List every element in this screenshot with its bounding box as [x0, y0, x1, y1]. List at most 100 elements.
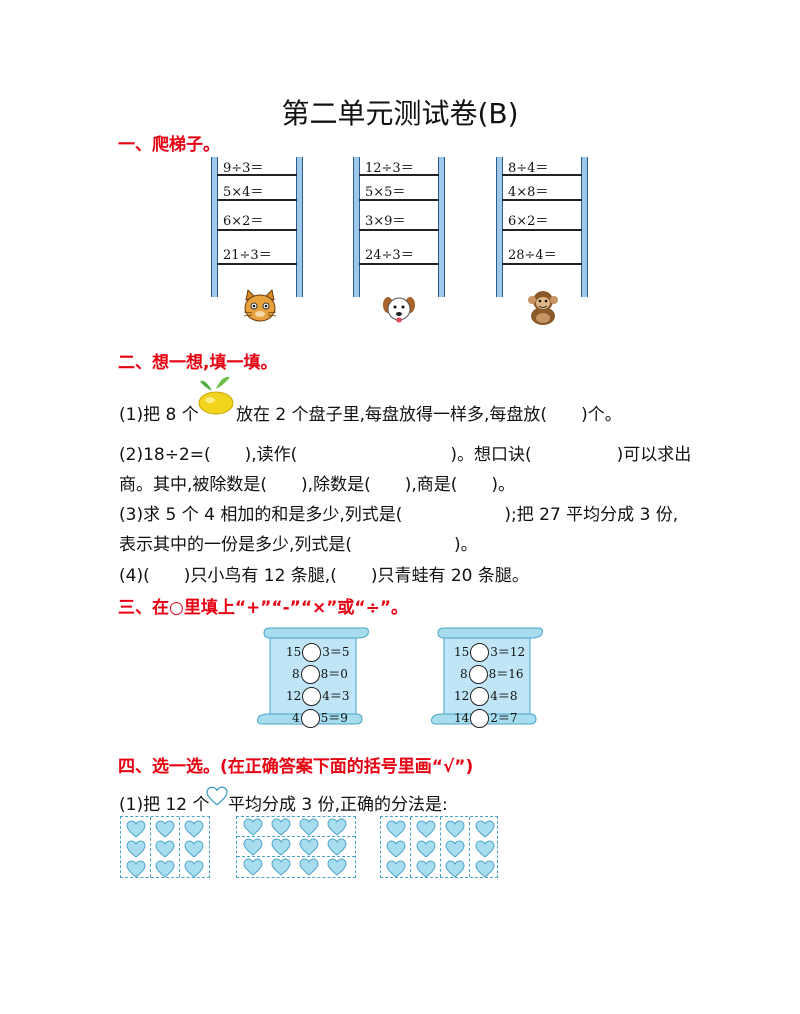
operator-circle[interactable]	[470, 643, 490, 662]
ladder-equation: 21÷3＝	[223, 248, 272, 263]
heart-icon	[327, 818, 347, 836]
dog-icon	[383, 297, 415, 323]
operand: 2＝7	[490, 711, 518, 725]
ladder-rail	[353, 157, 360, 297]
q4-line-1b: 平均分成 3 份,正确的分法是:	[228, 795, 448, 815]
ladder-rung	[217, 229, 297, 231]
divider-line	[179, 817, 180, 877]
operand: 15	[454, 645, 470, 659]
heart-icon	[327, 858, 347, 876]
ladder-rail	[211, 157, 218, 297]
ladder-equation: 6×2＝	[223, 214, 264, 229]
heart-icon	[299, 818, 319, 836]
option-a-box[interactable]	[120, 816, 210, 878]
ladder-equation: 6×2＝	[508, 214, 549, 229]
ladder-equation: 3×9＝	[365, 214, 406, 229]
operator-circle[interactable]	[468, 665, 488, 684]
section-2-heading: 二、想一想,填一填。	[118, 353, 278, 373]
scroll-equation: 15 3＝12	[454, 642, 525, 662]
ladder-rail	[438, 157, 445, 297]
ladder-rung	[502, 229, 582, 231]
operand: 4＝8	[490, 689, 518, 703]
section-3-heading: 三、在○里填上“+”“-”“×”或“÷”。	[118, 598, 409, 618]
heart-icon	[126, 860, 146, 878]
heart-icon	[243, 858, 263, 876]
cat-icon	[243, 288, 277, 322]
ladder-rung	[217, 174, 297, 176]
operator-circle[interactable]	[302, 687, 322, 706]
ladder-equation: 28÷4＝	[508, 248, 557, 263]
heart-icon	[243, 838, 263, 856]
heart-icon	[126, 840, 146, 858]
monkey-icon	[528, 291, 558, 325]
operand: 12	[454, 689, 470, 703]
scroll-equation: 8 8＝16	[460, 664, 524, 684]
q2-line-1a: (1)把 8 个	[119, 405, 199, 425]
divider-line	[237, 856, 355, 857]
operator-circle[interactable]	[470, 687, 490, 706]
operand: 8	[292, 667, 300, 681]
operand: 3＝12	[490, 645, 526, 659]
heart-icon	[327, 838, 347, 856]
operand: 8＝16	[488, 667, 524, 681]
ladder-equation: 24÷3＝	[365, 248, 414, 263]
section-1-heading: 一、爬梯子。	[118, 135, 220, 155]
operand: 4＝3	[322, 689, 350, 703]
ladder-equation: 5×5＝	[365, 185, 406, 200]
operator-circle[interactable]	[470, 709, 490, 728]
scroll-equation: 12 4＝8	[454, 686, 518, 706]
heart-icon	[445, 820, 465, 838]
ladder-rung	[359, 229, 439, 231]
heart-icon	[299, 858, 319, 876]
ladder-rung	[359, 174, 439, 176]
divider-line	[469, 817, 470, 877]
page-title: 第二单元测试卷(B)	[281, 97, 519, 130]
heart-icon	[386, 840, 406, 858]
heart-icon	[155, 820, 175, 838]
operand: 12	[286, 689, 302, 703]
q2-line-4: (3)求 5 个 4 相加的和是多少,列式是( );把 27 平均分成 3 份,	[119, 505, 679, 525]
q2-line-5: 表示其中的一份是多少,列式是( )。	[119, 535, 478, 555]
q2-line-3: 商。其中,被除数是( ),除数是( ),商是( )。	[119, 475, 516, 495]
operator-circle[interactable]	[300, 709, 320, 728]
heart-icon	[243, 818, 263, 836]
section-4-heading: 四、选一选。(在正确答案下面的括号里画“√”)	[118, 757, 474, 777]
heart-icon	[271, 838, 291, 856]
q4-line-1a: (1)把 12 个	[119, 795, 210, 815]
ladder-rung	[217, 263, 297, 265]
scroll-equation: 8 8＝0	[292, 664, 348, 684]
ladder-rung	[359, 263, 439, 265]
heart-icon	[445, 860, 465, 878]
heart-icon	[155, 840, 175, 858]
operand: 8	[460, 667, 468, 681]
heart-icon	[474, 840, 495, 858]
ladder-equation: 5×4＝	[223, 185, 264, 200]
ladder-rung	[502, 174, 582, 176]
q2-line-2: (2)18÷2=( ),读作( )。想口诀( )可以求出	[119, 445, 692, 465]
ladder-rung	[217, 199, 297, 201]
ladder-rail	[581, 157, 588, 297]
ladder-equation: 8÷4＝	[508, 161, 549, 176]
operator-circle[interactable]	[302, 643, 322, 662]
lemon-icon	[198, 376, 234, 415]
ladder-3: 8÷4＝ 4×8＝ 6×2＝ 28÷4＝	[496, 157, 588, 297]
ladder-1: 9÷3＝ 5×4＝ 6×2＝ 21÷3＝	[211, 157, 303, 297]
heart-icon	[184, 820, 204, 838]
heart-icon	[415, 840, 436, 858]
heart-icon	[271, 818, 291, 836]
heart-icon	[271, 858, 291, 876]
option-c-box[interactable]	[380, 816, 498, 878]
operator-circle[interactable]	[300, 665, 320, 684]
operand: 8＝0	[320, 667, 348, 681]
option-b-box[interactable]	[236, 816, 356, 878]
operand: 4	[292, 711, 300, 725]
heart-icon	[474, 820, 495, 838]
divider-line	[410, 817, 411, 877]
heart-icon	[386, 820, 406, 838]
q2-line-1b: 放在 2 个盘子里,每盘放得一样多,每盘放( )个。	[236, 405, 622, 425]
divider-line	[150, 817, 151, 877]
heart-icon	[415, 820, 436, 838]
